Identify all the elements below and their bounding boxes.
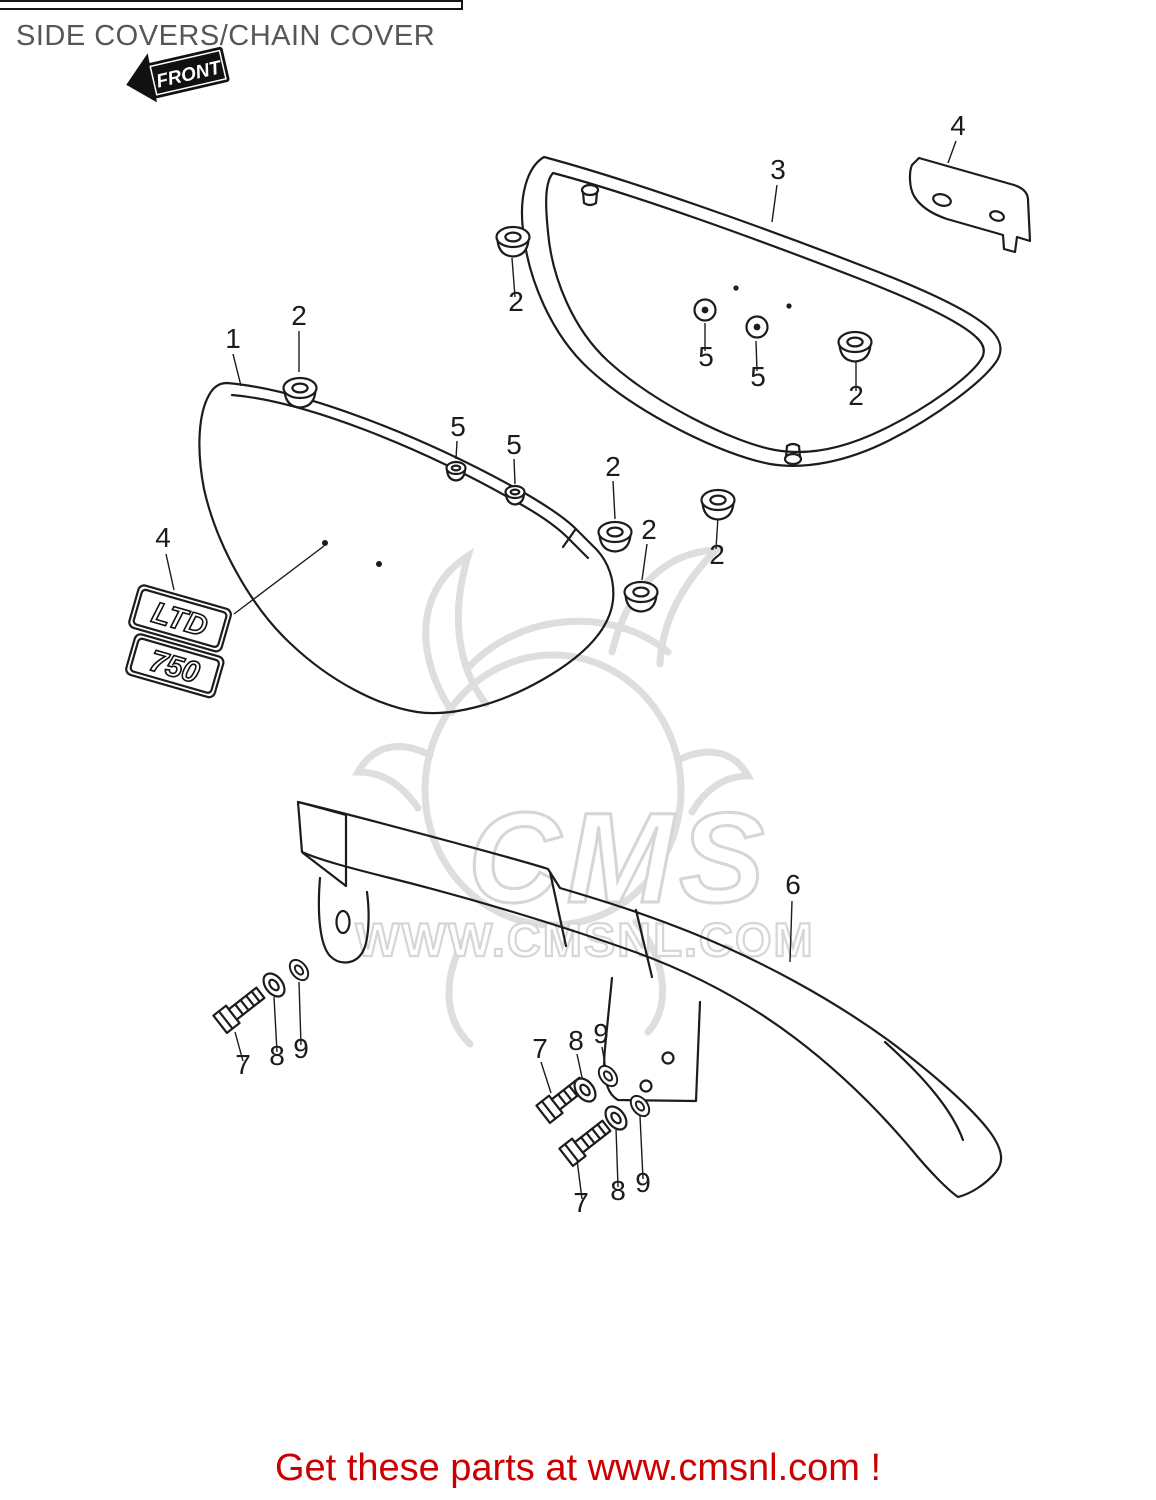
collar-part-5: [745, 315, 769, 339]
callout-number: 4: [950, 110, 966, 141]
callout-number: 2: [848, 380, 864, 411]
washer-part-9: [285, 955, 313, 985]
collar-part-5: [445, 460, 467, 482]
callout-number: 3: [770, 154, 786, 185]
callout-number: 2: [605, 451, 621, 482]
collar-part-5: [693, 298, 717, 322]
grommet-part-2: [495, 225, 531, 258]
callout-number: 4: [155, 522, 171, 553]
cover-peg: [580, 183, 600, 207]
callout-number: 9: [293, 1033, 309, 1064]
washer-part-8: [569, 1073, 601, 1107]
grommet-part-2: [837, 330, 873, 363]
callout-number: 2: [641, 514, 657, 545]
left-side-cover-part-1: [198, 381, 615, 715]
grommet-part-2: [597, 520, 633, 553]
bolt-part-7: [558, 1116, 615, 1168]
right-side-cover-part-3: [520, 155, 1002, 467]
leader-line: [513, 458, 516, 485]
watermark-url-text: WWW.CMSNL.COM: [355, 913, 814, 966]
callout-numbers: 1 2 2 3 4 5 5 2 5 5 2 2 2 4 6 7 8 9 7 8 …: [155, 110, 966, 1218]
page-title: SIDE COVERS/CHAIN COVER: [16, 20, 436, 52]
leader-line: [641, 543, 648, 581]
callout-number: 8: [269, 1040, 285, 1071]
callout-number: 2: [291, 300, 307, 331]
leader-line: [755, 340, 758, 372]
callout-number: 5: [698, 341, 714, 372]
grommets-part-2: [282, 225, 873, 613]
leader-line: [771, 184, 778, 223]
callout-number: 9: [593, 1018, 609, 1049]
leader-line: [298, 981, 302, 1046]
leader-line: [511, 257, 516, 298]
leader-line: [455, 440, 458, 460]
collar-part-5: [504, 484, 526, 506]
callout-number: 5: [450, 411, 466, 442]
cms-watermark: CMS WWW.CMSNL.COM: [351, 546, 814, 1048]
leader-line: [540, 1061, 552, 1094]
footer-banner: Get these parts at www.cmsnl.com !: [0, 1447, 1156, 1490]
watermark-logo-text: CMS: [468, 787, 770, 930]
callout-number: 7: [532, 1033, 548, 1064]
grommet-part-2: [623, 580, 659, 613]
front-arrow: FRONT: [126, 46, 230, 103]
washer-part-9: [626, 1091, 654, 1121]
callout-number: 1: [225, 323, 241, 354]
leader-line: [576, 1159, 583, 1200]
grommet-part-2: [700, 488, 736, 521]
leader-line: [165, 553, 175, 591]
grommet-part-2: [282, 376, 318, 409]
front-arrow-box: [146, 46, 230, 99]
leader-line: [234, 1031, 244, 1062]
footer-link[interactable]: Get these parts at www.cmsnl.com !: [274, 1447, 882, 1489]
callout-number: 9: [635, 1167, 651, 1198]
callout-number: 2: [508, 286, 524, 317]
leader-line: [715, 516, 719, 550]
callout-number: 8: [610, 1175, 626, 1206]
ltd-emblem-part-4: LTD 750: [125, 584, 232, 699]
callout-number: 6: [785, 869, 801, 900]
callout-number: 7: [235, 1049, 251, 1080]
callout-number: 7: [573, 1187, 589, 1218]
mounting-bracket-part-4: [908, 156, 1032, 254]
leader-line: [639, 1115, 644, 1180]
table-border-fragment: [0, 0, 463, 10]
washer-part-9: [594, 1061, 622, 1091]
leader-line: [232, 353, 242, 387]
leader-line: [273, 996, 278, 1053]
leader-line: [576, 1053, 584, 1083]
emblem-position-line: [233, 545, 325, 615]
callout-number: 5: [506, 429, 522, 460]
bolt-part-7: [212, 983, 269, 1035]
leader-line: [615, 1127, 619, 1188]
callout-number: 8: [568, 1025, 584, 1056]
leader-line: [947, 140, 957, 164]
leader-line: [612, 480, 616, 520]
callout-number: 5: [750, 361, 766, 392]
cover-peg: [783, 442, 803, 466]
leader-line: [789, 900, 793, 963]
callout-number: 2: [709, 539, 725, 570]
